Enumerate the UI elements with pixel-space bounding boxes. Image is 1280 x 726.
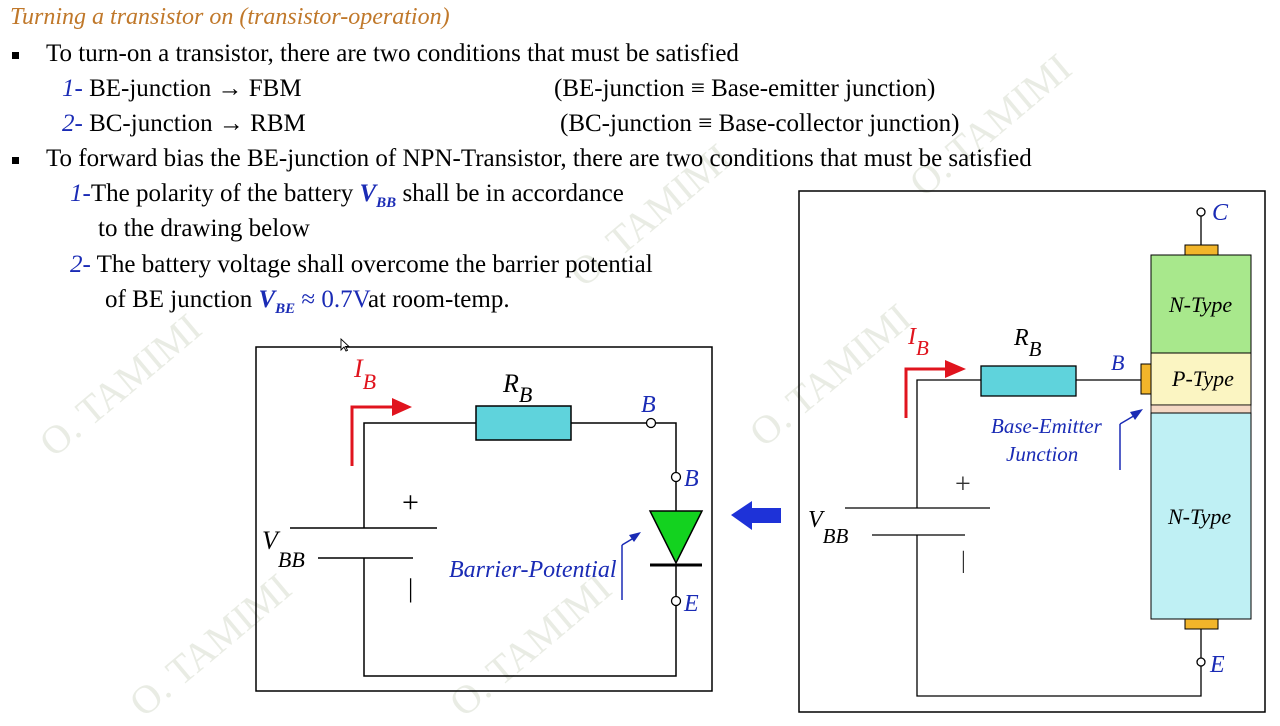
- right-node-b-label: B: [1111, 350, 1124, 375]
- node-b-top: [645, 417, 657, 429]
- barrier-pointer-head: [629, 532, 641, 542]
- right-circuit-wire: [916, 379, 981, 508]
- junction-label-line2: Junction: [1006, 442, 1078, 466]
- sub-condition-1-continued: to the drawing below: [98, 215, 310, 242]
- vbe-value: ≈ 0.7V: [301, 286, 368, 313]
- right-battery-label: VBB: [808, 507, 848, 548]
- junction-label-line1: Base-Emitter: [991, 414, 1103, 438]
- condition-2: 2- BC-junction → RBM: [62, 110, 306, 138]
- battery-minus-sign: |: [408, 574, 413, 603]
- condition-1-definition: (BE-junction ≡ Base-emitter junction): [554, 75, 936, 102]
- right-battery-minus-sign: |: [961, 548, 966, 574]
- node-e: [670, 595, 682, 607]
- node-e-right-label: E: [1209, 652, 1225, 678]
- base-terminal: [1140, 363, 1152, 395]
- right-resistor: [980, 365, 1077, 397]
- node-e-right: [1196, 657, 1206, 667]
- sub-condition-1-text: The polarity of the battery: [90, 180, 354, 207]
- node-b: [670, 471, 682, 483]
- sub-condition-2: 2- The battery voltage shall overcome th…: [70, 251, 653, 279]
- battery-plus-sign: +: [402, 486, 419, 519]
- condition-2-number: 2-: [62, 110, 83, 137]
- condition-1: 1- BE-junction → FBM: [62, 75, 302, 103]
- bullet-2-text: To forward bias the BE-junction of NPN-T…: [46, 145, 1032, 172]
- node-c: [1196, 207, 1206, 217]
- right-circuit-wire: [916, 535, 1202, 697]
- vbb-symbol: VBB: [359, 180, 397, 211]
- bullet-marker: [12, 157, 19, 164]
- p-type-label: P-Type: [1171, 366, 1234, 391]
- n-type-bottom-label: N-Type: [1167, 504, 1231, 529]
- right-current-label: IB: [907, 324, 929, 360]
- resistor: [475, 405, 572, 441]
- mouse-cursor-icon: [340, 338, 350, 352]
- condition-1-text: BE-junction → FBM: [89, 75, 302, 102]
- right-battery-plus-sign: +: [955, 469, 971, 500]
- current-arrow: [350, 405, 396, 466]
- condition-2-definition: (BC-junction ≡ Base-collector junction): [560, 110, 960, 137]
- condition-2-text: BC-junction → RBM: [89, 110, 306, 137]
- sub-condition-1: 1-The polarity of the battery VBB shall …: [70, 180, 624, 212]
- sub-condition-2-number: 2-: [70, 251, 91, 278]
- left-circuit-wire: [363, 558, 677, 677]
- left-circuit-wire: [363, 422, 476, 528]
- emitter-terminal: [1184, 618, 1219, 630]
- right-current-arrow: [904, 367, 948, 418]
- bullet-1-text: To turn-on a transistor, there are two c…: [46, 40, 739, 67]
- n-type-collector-layer: [1150, 254, 1252, 354]
- left-circuit-wire: [655, 422, 677, 472]
- sub-condition-1-number: 1-: [70, 180, 91, 207]
- slide-title: Turning a transistor on (transistor-oper…: [10, 4, 450, 30]
- condition-1-number: 1-: [62, 75, 83, 102]
- n-type-top-label: N-Type: [1168, 292, 1232, 317]
- node-b-label: B: [684, 466, 699, 492]
- sub-condition-2-text: The battery voltage shall overcome the b…: [96, 251, 653, 278]
- resistor-label: RB: [502, 369, 532, 407]
- node-e-label: E: [683, 591, 699, 617]
- right-resistor-label: RB: [1013, 325, 1042, 361]
- sub-condition-1-text-b: shall be in accordance: [402, 180, 624, 207]
- node-c-label: C: [1212, 200, 1229, 226]
- node-b-top-label: B: [641, 392, 656, 418]
- n-type-emitter-layer: [1150, 412, 1252, 620]
- depletion-region: [1150, 404, 1252, 414]
- vbe-symbol: VBE: [258, 286, 296, 317]
- left-diagram-frame: [255, 346, 713, 692]
- right-diagram-frame: [798, 190, 1266, 713]
- bullet-marker: [12, 52, 19, 59]
- current-label: IB: [353, 354, 376, 394]
- battery-label: VBB: [262, 526, 305, 572]
- equivalence-arrow: [731, 501, 781, 530]
- barrier-potential-label: Barrier-Potential: [449, 557, 617, 583]
- junction-pointer-head: [1130, 409, 1143, 420]
- current-arrow-head: [392, 398, 412, 416]
- collector-terminal: [1184, 244, 1219, 256]
- p-type-base-layer: [1150, 352, 1252, 406]
- right-current-arrow-head: [945, 360, 966, 378]
- diode-symbol: [648, 510, 704, 565]
- sub-condition-2-continued: of BE junction VBE ≈ 0.7Vat room-temp.: [105, 286, 510, 317]
